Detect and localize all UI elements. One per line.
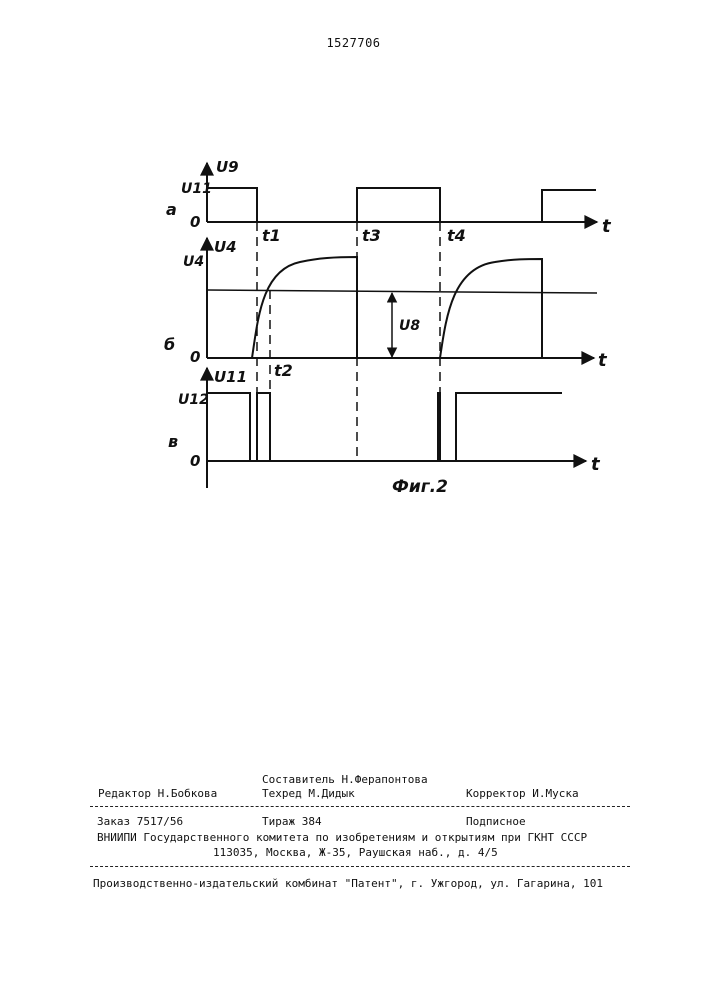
axis-label-v: U11 — [214, 368, 247, 386]
time-label-t4: t4 — [447, 226, 466, 245]
compiler: Составитель Н.Ферапонтова — [262, 773, 428, 786]
editor: Редактор Н.Бобкова — [98, 787, 217, 800]
subscription: Подписное — [466, 815, 526, 828]
corrector: Корректор И.Муска — [466, 787, 579, 800]
waveform-v — [207, 393, 562, 461]
time-label-t1: t1 — [262, 226, 281, 245]
panel-letter-b: б — [164, 335, 175, 354]
panel-letter-a: а — [166, 200, 177, 219]
techred: Техред М.Дидык — [262, 787, 355, 800]
threshold-label: U8 — [399, 318, 420, 334]
axis-label-a: U9 — [216, 158, 239, 176]
divider-1 — [90, 806, 630, 807]
zero-label-a: 0 — [190, 213, 200, 231]
order: Заказ 7517/56 — [97, 815, 183, 828]
panel-letter-v: в — [168, 432, 178, 451]
t-label-b: t — [598, 350, 608, 371]
t-label-v: t — [591, 454, 601, 475]
axis-label-b: U4 — [214, 238, 237, 256]
zero-label-b: 0 — [190, 348, 200, 366]
time-label-t3: t3 — [362, 226, 381, 245]
level-label-b: U4 — [183, 254, 204, 270]
level-label-v: U12 — [178, 392, 209, 408]
divider-2 — [90, 866, 630, 867]
address: 113035, Москва, Ж-35, Раушская наб., д. … — [213, 846, 498, 859]
time-label-t2: t2 — [274, 361, 293, 380]
org: ВНИИПИ Государственного комитета по изоб… — [97, 831, 587, 844]
waveform-b — [207, 257, 591, 358]
zero-label-v: 0 — [190, 452, 200, 470]
figure-caption: Фиг.2 — [392, 477, 448, 497]
t-label-a: t — [602, 216, 612, 237]
timing-diagram: U9 U11 а 0 t t1 t3 t4 U4 U4 U8 б 0 t t2 … — [0, 0, 707, 560]
circulation: Тираж 384 — [262, 815, 322, 828]
publisher: Производственно-издательский комбинат "П… — [93, 877, 603, 890]
level-label-a: U11 — [181, 181, 212, 197]
waveform-a — [207, 188, 596, 222]
